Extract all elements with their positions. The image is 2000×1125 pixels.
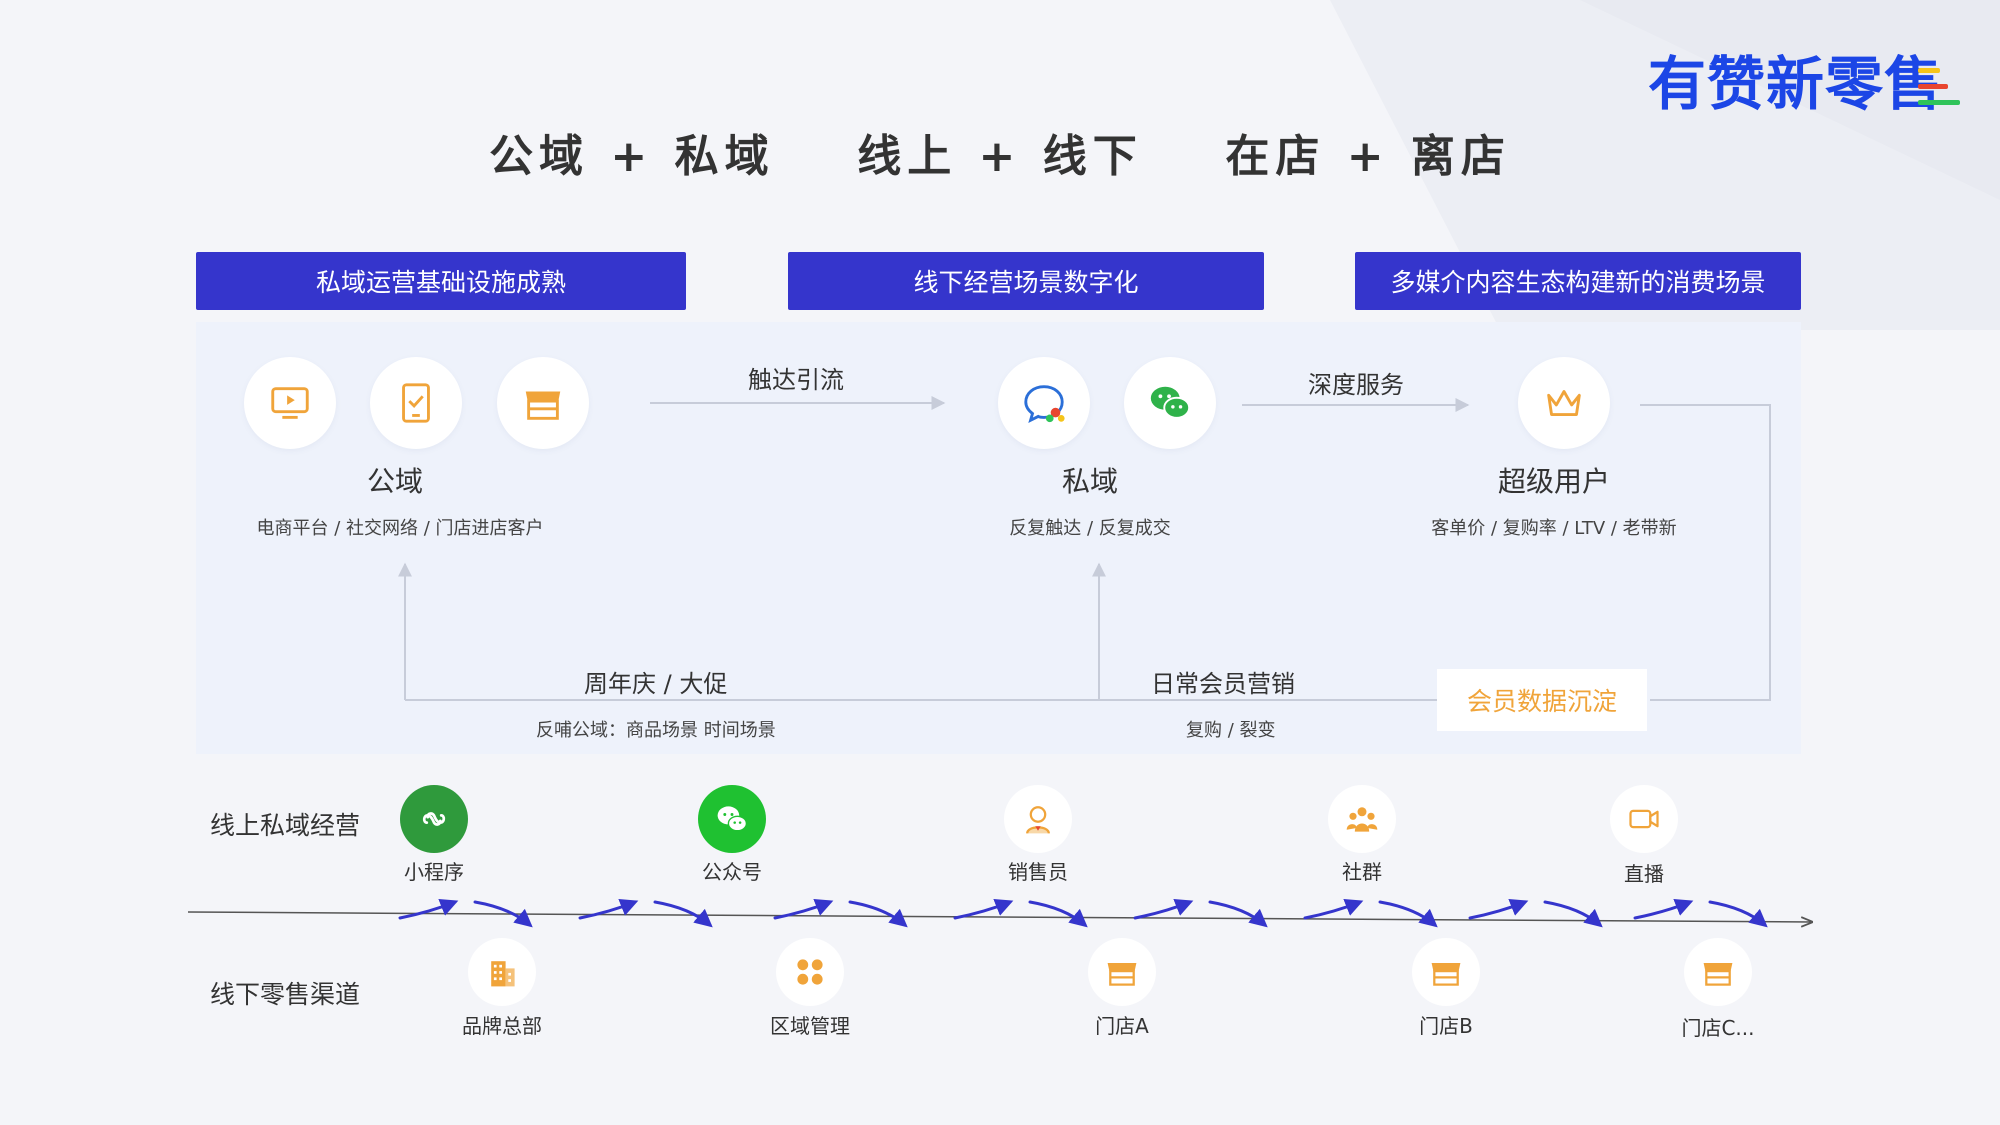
channel-label: 门店B: [1419, 1014, 1473, 1038]
deep-service-label: 深度服务: [1308, 371, 1404, 399]
store-icon: [1412, 938, 1480, 1006]
feedback-public-sub: 反哺公域：商品场景 时间场景: [536, 720, 776, 741]
header-bar-label: 多媒介内容生态构建新的消费场景: [1390, 268, 1766, 297]
header-bar-private-infra: 私域运营基础设施成熟: [196, 252, 686, 310]
header-bar-offline-digital: 线下经营场景数字化: [788, 252, 1264, 310]
member-data-box: 会员数据沉淀: [1437, 669, 1647, 731]
header-bar-label: 线下经营场景数字化: [913, 268, 1139, 297]
live-video-icon: [1610, 785, 1678, 853]
channel-label: 品牌总部: [462, 1014, 542, 1038]
super-user-subtitle: 客单价 / 复购率 / LTV / 老带新: [1431, 518, 1677, 539]
brand-logo: 有赞新零售: [1648, 50, 1944, 118]
member-data-label: 会员数据沉淀: [1466, 687, 1617, 716]
super-user-title: 超级用户: [1497, 465, 1610, 498]
channel-label: 直播: [1624, 862, 1664, 886]
logo-color-bars: [1918, 64, 1960, 110]
store-icon: [1088, 938, 1156, 1006]
private-domain-subtitle: 反复触达 / 反复成交: [1009, 518, 1171, 539]
anniversary-promo-label: 周年庆 / 大促: [584, 670, 728, 698]
public-domain-subtitle: 电商平台 / 社交网络 / 门店进店客户: [256, 518, 544, 539]
community-icon: [1328, 785, 1396, 853]
private-domain-title: 私域: [1061, 465, 1118, 498]
salesperson-icon: [1004, 785, 1072, 853]
channel-label: 区域管理: [770, 1014, 850, 1038]
wechat-icon: [1124, 357, 1216, 449]
chat-bubble-icon: [998, 357, 1090, 449]
offline-row-label: 线下零售渠道: [210, 980, 361, 1009]
title-part-2: 线上 + 线下: [857, 131, 1143, 182]
channel-label: 社群: [1342, 860, 1382, 884]
store-icon: [1684, 938, 1752, 1006]
crown-icon: [1518, 357, 1610, 449]
channel-label: 门店A: [1095, 1014, 1149, 1038]
building-icon: [468, 938, 536, 1006]
grid-icon: [776, 938, 844, 1006]
page-title: 公域 + 私域 线上 + 线下 在店 + 离店: [0, 120, 2000, 184]
wechat-official-icon: [698, 785, 766, 853]
channel-label: 公众号: [702, 860, 762, 884]
store-icon: [497, 357, 589, 449]
tablet-icon: [370, 357, 462, 449]
repurchase-fission-sub: 复购 / 裂变: [1186, 720, 1276, 741]
mini-program-icon: [400, 785, 468, 853]
public-domain-title: 公域: [366, 465, 423, 498]
title-part-3: 在店 + 离店: [1225, 131, 1511, 182]
header-bar-multimedia: 多媒介内容生态构建新的消费场景: [1355, 252, 1801, 310]
title-part-1: 公域 + 私域: [489, 131, 775, 182]
channel-label: 门店C...: [1681, 1016, 1755, 1040]
reach-traffic-label: 触达引流: [748, 366, 844, 394]
online-row-label: 线上私域经营: [210, 811, 361, 840]
header-bar-label: 私域运营基础设施成熟: [315, 268, 566, 297]
daily-member-marketing-label: 日常会员营销: [1151, 670, 1295, 698]
channel-label: 销售员: [1008, 860, 1068, 884]
monitor-icon: [244, 357, 336, 449]
channel-label: 小程序: [404, 860, 464, 884]
